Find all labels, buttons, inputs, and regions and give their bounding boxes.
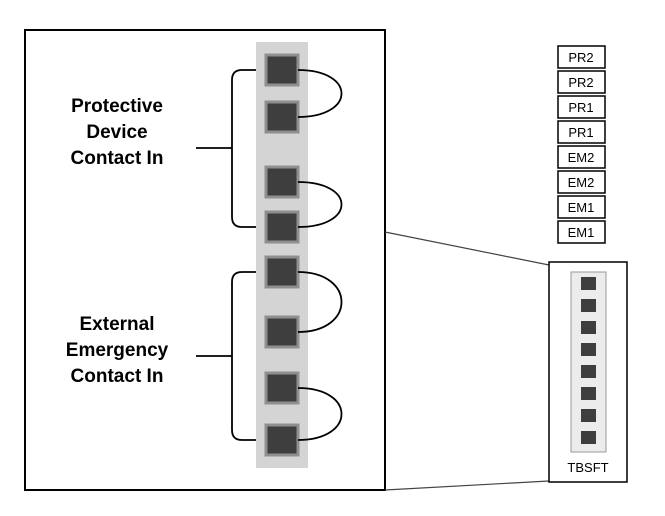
terminal-label: PR2 [568,50,593,65]
tbsft-pin [581,321,596,334]
terminal-pin [264,423,300,457]
terminal-label-box [557,120,606,144]
tbsft-pin [581,365,596,378]
terminal-pin [264,210,300,244]
terminal-label: PR1 [568,100,593,115]
terminal-label-box [557,45,606,69]
tbsft-pin [581,277,596,290]
tbsft-pin [581,343,596,356]
jumper-wire [297,181,343,228]
tbsft-label: TBSFT [567,460,608,475]
jumper-wires [297,69,343,441]
external-label-line3: Contact In [71,366,164,387]
external-label-line2: Emergency [66,340,169,361]
jumper-wire [297,271,343,333]
tbsft-pins [581,277,596,444]
terminal-label-texts: PR2 PR2 PR1 PR1 EM2 EM2 EM1 EM1 [568,50,595,240]
callout-lines [384,231,550,491]
terminal-label-box [557,170,606,194]
callout-line-bottom [384,480,550,491]
terminal-label: EM2 [568,175,595,190]
tbsft-pin [581,431,596,444]
terminal-label-box [557,145,606,169]
jumper-wire [297,387,343,441]
tbsft-pin [581,387,596,400]
terminal-pin [264,53,300,87]
magnified-panel-outline [24,29,386,491]
terminal-pin [264,371,300,405]
terminal-pin [264,255,300,289]
terminal-label: PR2 [568,75,593,90]
group-brackets [196,69,256,441]
terminal-pins [264,53,300,457]
terminal-label-box [557,220,606,244]
terminal-pin [264,315,300,349]
protective-label-line1: Protective [71,96,163,117]
terminal-label-box [557,195,606,219]
tbsft-block: TBSFT [548,261,628,483]
tbsft-pin [581,409,596,422]
group-labels: Protective Device Contact In External Em… [66,96,169,387]
terminal-label-box [557,95,606,119]
terminal-label-column: PR2 PR2 PR1 PR1 EM2 EM2 EM1 EM1 [557,45,606,244]
jumper-wire [297,69,343,118]
terminal-label-box [557,70,606,94]
terminal-label: EM1 [568,200,595,215]
callout-line-top [384,231,550,266]
terminal-pin [264,165,300,199]
terminal-label: EM1 [568,225,595,240]
protective-label-line3: Contact In [71,148,164,169]
external-label-line1: External [80,314,155,335]
terminal-label: PR1 [568,125,593,140]
terminal-label: EM2 [568,150,595,165]
terminal-pin [264,100,300,134]
protective-label-line2: Device [86,122,147,143]
tbsft-pin [581,299,596,312]
